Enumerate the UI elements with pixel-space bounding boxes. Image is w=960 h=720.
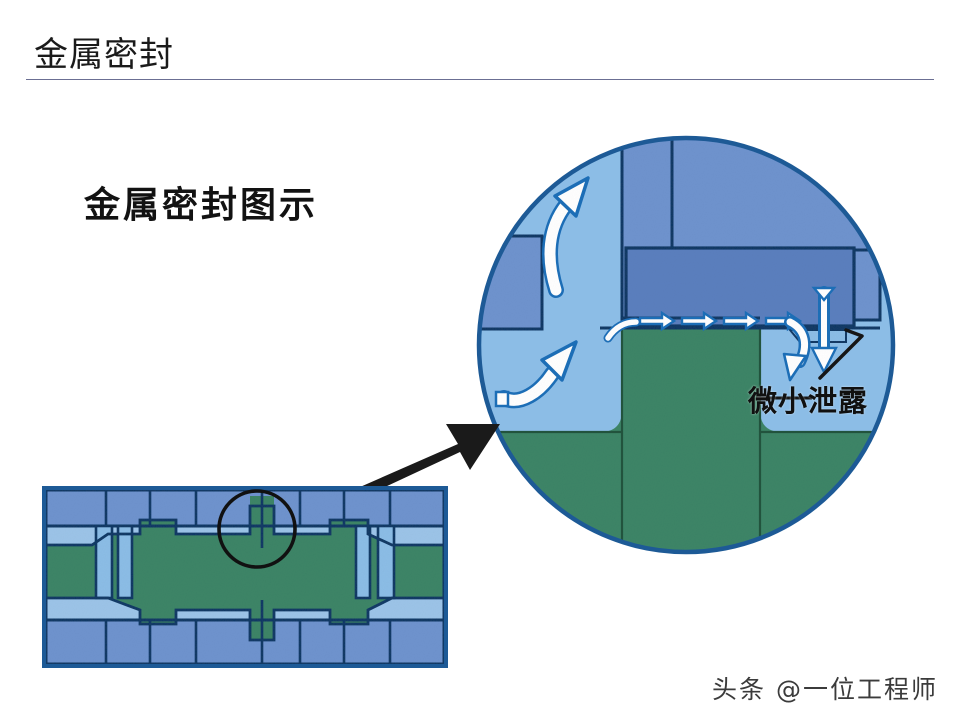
- leak-callout-label: 微小泄露: [748, 384, 869, 418]
- leak-arrow-vertical: [810, 286, 838, 375]
- callout-leader-line: [818, 328, 864, 380]
- leak-arrow-curve: [782, 316, 811, 382]
- valve-section-border: [42, 486, 448, 668]
- watermark: 头条 @一位工程师: [712, 675, 938, 704]
- flow-arrow-lower-left: [494, 340, 578, 409]
- magnified-seal-view: [476, 135, 896, 555]
- title-divider: [26, 79, 934, 80]
- highlight-circle: [217, 489, 297, 569]
- figure-caption: 金属密封图示: [84, 185, 319, 226]
- flow-arrow-upper-left: [542, 176, 590, 298]
- valve-cross-section: [42, 486, 448, 668]
- seal-flow-arrows: [603, 310, 803, 343]
- magnifier-outline: [476, 135, 896, 555]
- page-title: 金属密封: [34, 35, 174, 75]
